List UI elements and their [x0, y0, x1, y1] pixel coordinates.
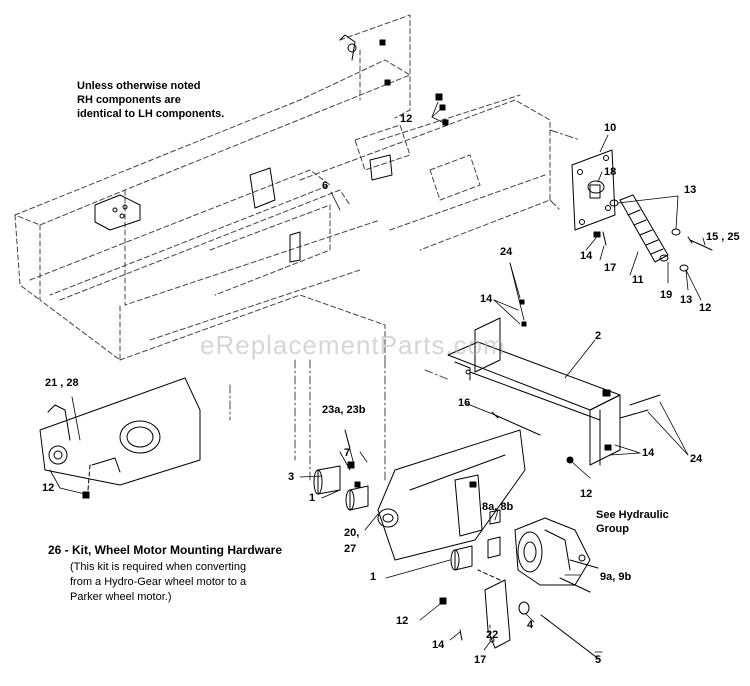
callout-19: 19 — [660, 289, 672, 301]
leader-lines — [49, 101, 706, 653]
hydraulic-group-note: See Hydraulic Group — [596, 508, 669, 536]
callout-14-right: 14 — [642, 447, 655, 459]
callout-6: 6 — [322, 180, 328, 192]
mower-frame — [14, 14, 581, 481]
callout-12-bottom: 12 — [396, 615, 408, 627]
callout-3: 3 — [288, 471, 294, 483]
callout-16: 16 — [458, 397, 470, 409]
callout-22: 22 — [486, 629, 498, 641]
callout-27: 27 — [344, 543, 356, 555]
callout-1-lower: 1 — [370, 571, 376, 583]
callout-14-middle: 14 — [480, 293, 493, 305]
callout-13-upper: 13 — [684, 184, 696, 196]
shock-absorber-part-11 — [609, 194, 689, 272]
callout-23a-23b: 23a, 23b — [322, 404, 366, 416]
fasteners-14-17 — [593, 231, 607, 246]
kit-line-1: (This kit is required when converting — [70, 561, 247, 573]
mount-plate-part-10 — [571, 149, 616, 231]
callout-1-upper: 1 — [309, 492, 315, 504]
motor-mount-part-21 — [39, 377, 201, 499]
callout-5: 5 — [595, 654, 601, 666]
callout-10: 10 — [604, 122, 616, 134]
frame-brackets — [94, 34, 393, 263]
callout-4: 4 — [527, 619, 534, 631]
motor-mount-part-20 — [377, 429, 526, 561]
callout-9a-9b: 9a, 9b — [600, 571, 631, 583]
callout-11: 11 — [632, 274, 644, 286]
kit-title: 26 - Kit, Wheel Motor Mounting Hardware — [48, 543, 283, 557]
callout-2: 2 — [595, 330, 601, 342]
callout-17-upper: 17 — [604, 262, 616, 274]
rh-components-note: Unless otherwise noted RH components are… — [77, 79, 224, 121]
callout-24-lower: 24 — [690, 453, 703, 465]
kit-line-3: Parker wheel motor.) — [70, 591, 172, 603]
nuts-part-12 — [347, 39, 449, 488]
callout-17-bottom: 17 — [474, 654, 486, 666]
watermark: eReplacementParts.com — [200, 330, 506, 360]
rh-note-line-3: identical to LH components. — [77, 108, 225, 120]
callout-7: 7 — [344, 447, 350, 459]
hydraulic-note-line-1: See Hydraulic — [596, 509, 669, 521]
callout-12-bracket: 12 — [580, 488, 592, 500]
hydraulic-note-line-2: Group — [596, 523, 629, 535]
callout-15-25: 15 , 25 — [706, 231, 740, 243]
callout-13-lower: 13 — [680, 294, 692, 306]
bushings-part-1 — [313, 465, 501, 571]
bolts-part-24 — [566, 394, 661, 464]
callout-14-bottom: 14 — [432, 639, 445, 651]
wheel-motor — [514, 517, 599, 593]
callout-14-upper: 14 — [580, 250, 593, 262]
kit-line-2: from a Hydro-Gear wheel motor to a — [70, 576, 247, 588]
callout-18: 18 — [604, 166, 616, 178]
rh-note-line-1: Unless otherwise noted — [77, 80, 201, 92]
callout-21-28: 21 , 28 — [45, 377, 79, 389]
callout-24-upper: 24 — [500, 246, 513, 258]
rh-note-line-2: RH components are — [77, 94, 181, 106]
callout-20: 20, — [344, 527, 359, 539]
axle-bracket-part-2 — [447, 299, 621, 466]
callout-12-left: 12 — [42, 482, 54, 494]
bracket-part-22 — [439, 569, 601, 661]
bolt-part-15 — [687, 236, 713, 251]
callout-12-top: 12 — [400, 113, 412, 125]
callout-12-shock: 12 — [699, 302, 711, 314]
callout-8a-8b: 8a, 8b — [482, 501, 513, 513]
